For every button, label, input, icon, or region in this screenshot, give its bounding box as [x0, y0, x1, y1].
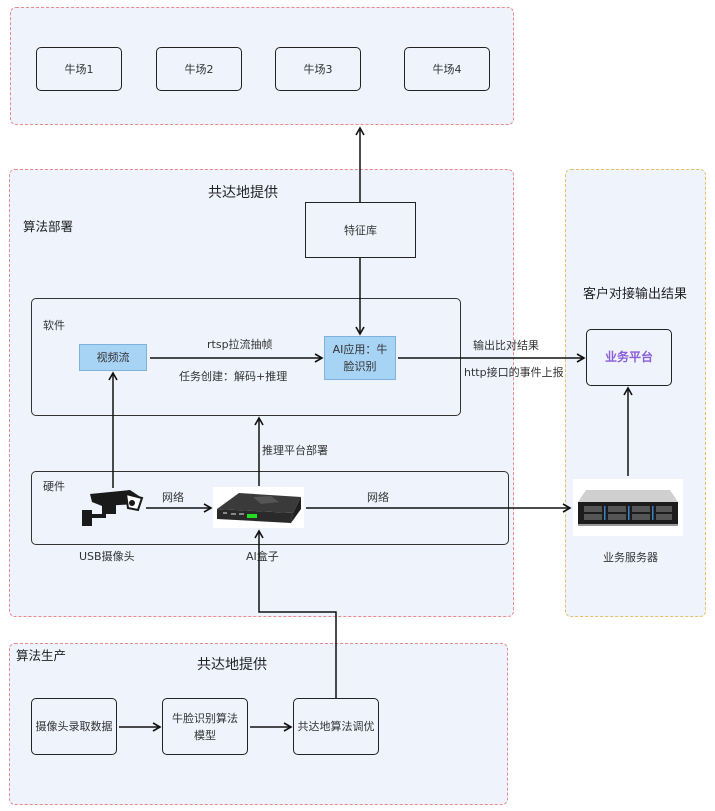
farm-node-2[interactable]: 牛场2 [156, 47, 242, 91]
ai-app-node[interactable]: AI应用：牛脸识别 [324, 336, 396, 380]
production-section-label: 算法生产 [16, 648, 67, 663]
output-label-bottom: http接口的事件上报 [464, 366, 564, 379]
usb-camera-icon[interactable] [80, 488, 146, 526]
software-label: 软件 [43, 319, 65, 332]
rtsp-edge-label: rtsp拉流抽帧 [207, 338, 273, 351]
ai-box-icon[interactable] [213, 487, 304, 528]
production-provider-title: 共达地提供 [197, 657, 267, 673]
aibox-caption: AI盒子 [246, 550, 279, 563]
production-step-2[interactable]: 牛脸识别算法模型 [162, 698, 248, 755]
step-label: 共达地算法调优 [297, 720, 375, 733]
farm-label: 牛场3 [303, 62, 333, 76]
server-caption: 业务服务器 [603, 551, 658, 564]
deploy-section-label: 算法部署 [23, 219, 74, 234]
ai-app-label: AI应用：牛脸识别 [332, 343, 388, 373]
inference-deploy-label: 推理平台部署 [262, 444, 328, 457]
farm-label: 牛场1 [64, 62, 94, 76]
software-panel [31, 298, 461, 416]
production-step-1[interactable]: 摄像头录取数据 [31, 698, 117, 755]
network-label-1: 网络 [162, 491, 184, 504]
network-label-2: 网络 [367, 491, 389, 504]
feature-db-node[interactable]: 特征库 [305, 202, 416, 258]
hardware-label: 硬件 [43, 480, 65, 493]
output-label-top: 输出比对结果 [473, 339, 539, 352]
customer-title: 客户对接输出结果 [583, 287, 688, 302]
deploy-provider-title: 共达地提供 [208, 185, 278, 201]
step-label: 摄像头录取数据 [35, 720, 113, 733]
business-platform-label: 业务平台 [604, 350, 653, 364]
farm-label: 牛场4 [432, 62, 462, 76]
business-platform-node[interactable]: 业务平台 [586, 329, 672, 386]
step-label: 牛脸识别算法模型 [172, 711, 238, 742]
video-stream-label: 视频流 [96, 351, 130, 364]
farm-node-1[interactable]: 牛场1 [36, 47, 122, 91]
farm-node-4[interactable]: 牛场4 [404, 47, 490, 91]
production-step-3[interactable]: 共达地算法调优 [293, 698, 379, 755]
feature-db-label: 特征库 [344, 223, 377, 237]
farm-node-3[interactable]: 牛场3 [275, 47, 361, 91]
task-edge-label: 任务创建：解码+推理 [179, 370, 288, 383]
customer-group [565, 169, 706, 617]
camera-caption: USB摄像头 [79, 550, 135, 563]
business-server-icon[interactable] [573, 479, 683, 536]
video-stream-node[interactable]: 视频流 [79, 344, 147, 371]
farm-label: 牛场2 [184, 62, 214, 76]
